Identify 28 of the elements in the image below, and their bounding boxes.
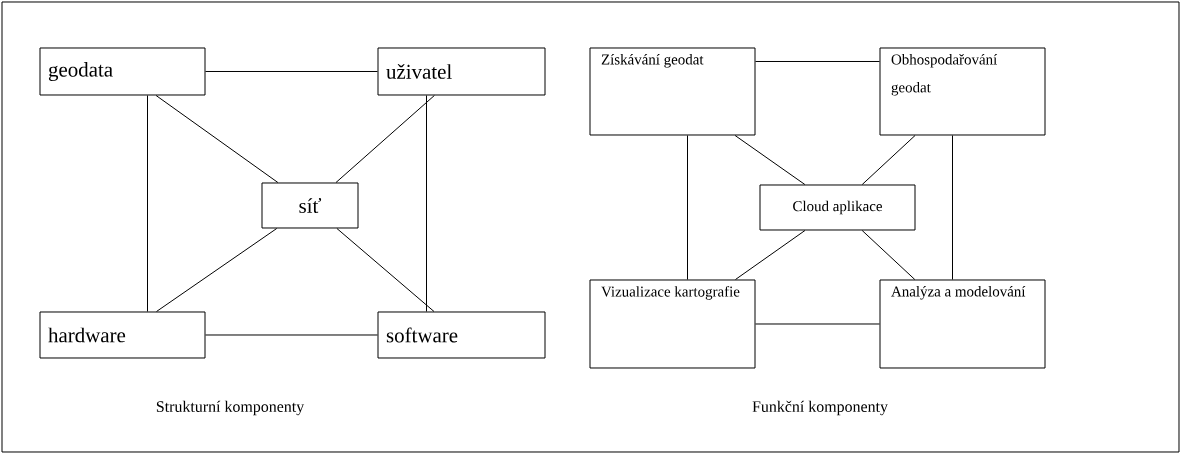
component-box: Vizualizace kartografie — [589, 279, 756, 369]
caption: Strukturní komponenty — [156, 400, 305, 416]
component-box: Získávání geodat — [589, 47, 756, 136]
connector-line — [205, 71, 378, 72]
component-box: Cloud aplikace — [759, 184, 916, 231]
component-box: Analýza a modelování — [879, 279, 1046, 369]
connector-line — [426, 95, 427, 312]
component-box: uživatel — [377, 47, 546, 96]
connector-line — [335, 95, 435, 183]
connector-line — [952, 135, 953, 280]
connector-line — [147, 95, 148, 312]
component-box: software — [377, 311, 546, 359]
component-box: síť — [261, 182, 359, 229]
connector-line — [861, 135, 916, 185]
component-box: hardware — [39, 311, 206, 359]
component-box: Obhospodařování geodat — [879, 47, 1046, 136]
connector-line — [861, 230, 916, 280]
caption: Funkční komponenty — [752, 400, 888, 416]
connector-line — [687, 135, 688, 280]
connector-line — [155, 95, 279, 183]
connector-line — [156, 228, 278, 312]
connector-line — [336, 228, 435, 312]
component-box: geodata — [39, 47, 206, 96]
connector-line — [205, 334, 378, 336]
connector-line — [735, 230, 806, 280]
connector-line — [734, 135, 806, 185]
connector-line — [755, 61, 880, 62]
connector-line — [755, 323, 880, 325]
